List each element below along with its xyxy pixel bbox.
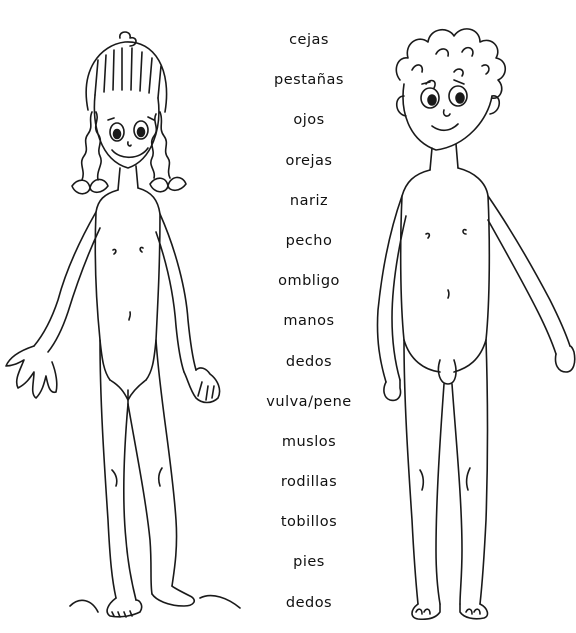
label-dedos-feet: dedos (286, 593, 332, 633)
label-pies: pies (293, 552, 325, 592)
label-cejas: cejas (289, 30, 329, 70)
right-foot (152, 586, 194, 606)
right-hand (555, 346, 574, 372)
label-orejas: orejas (286, 151, 333, 191)
torso (95, 190, 118, 380)
label-nariz: nariz (290, 191, 328, 231)
label-muslos: muslos (282, 432, 336, 472)
worksheet: cejas pestañas ojos orejas nariz pecho o… (0, 0, 576, 620)
right-arm (488, 196, 570, 346)
mouth (112, 148, 148, 157)
right-braid (160, 112, 170, 178)
left-arm (34, 212, 96, 346)
left-hand (6, 346, 57, 398)
navel (129, 312, 130, 320)
right-leg (128, 404, 152, 594)
left-braid (82, 112, 92, 180)
left-arm (377, 196, 402, 382)
label-tobillos: tobillos (281, 512, 337, 552)
label-rodillas: rodillas (281, 472, 337, 512)
curly-hair (396, 29, 505, 98)
left-hand (384, 380, 401, 400)
navel (448, 290, 449, 298)
label-manos: manos (283, 311, 334, 351)
face (403, 84, 492, 150)
label-ombligo: ombligo (278, 271, 340, 311)
hair (86, 42, 166, 112)
label-pecho: pecho (286, 231, 333, 271)
label-dedos-hands: dedos (286, 352, 332, 392)
label-ojos: ojos (293, 110, 324, 150)
body-parts-list: cejas pestañas ojos orejas nariz pecho o… (250, 30, 368, 633)
right-leg (452, 384, 462, 604)
label-vulva-pene: vulva/pene (266, 392, 351, 432)
torso (401, 170, 430, 340)
mouth (432, 124, 458, 130)
girl-illustration (0, 0, 250, 620)
hair-bun (120, 32, 136, 46)
left-leg (404, 340, 418, 604)
left-leg (100, 340, 116, 598)
label-pestanas: pestañas (274, 70, 344, 110)
boy-illustration (370, 0, 576, 620)
